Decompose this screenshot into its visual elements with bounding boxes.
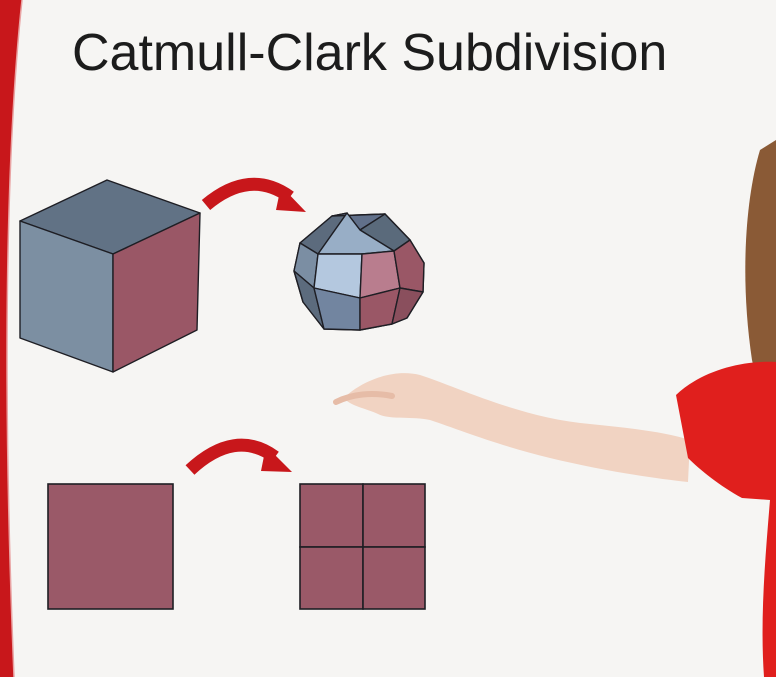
subsquare-top-left xyxy=(299,483,364,548)
subdivided-square-illustration xyxy=(299,483,426,610)
left-red-border xyxy=(0,0,22,677)
square-illustration xyxy=(47,483,174,610)
presenter-shirt xyxy=(676,361,776,677)
presenter-arm xyxy=(344,373,690,482)
subsquare-bottom-right xyxy=(362,546,426,610)
square-face xyxy=(47,483,174,610)
subdivided-cube-illustration xyxy=(293,212,425,331)
presenter-finger xyxy=(333,391,395,405)
cube-side-face xyxy=(112,212,201,373)
sphere-side-far xyxy=(393,239,425,293)
slide-title: Catmull-Clark Subdivision xyxy=(72,24,668,82)
left-border-highlight xyxy=(6,0,23,677)
top-arrow-icon xyxy=(201,177,306,212)
subsquare-top-right xyxy=(362,483,426,548)
sphere-bottom-far xyxy=(391,287,424,325)
bottom-arrow-icon xyxy=(185,438,292,475)
cube-illustration xyxy=(19,179,201,373)
presenter xyxy=(333,140,776,677)
subsquare-bottom-left xyxy=(299,546,364,610)
presenter-hair xyxy=(745,140,776,396)
